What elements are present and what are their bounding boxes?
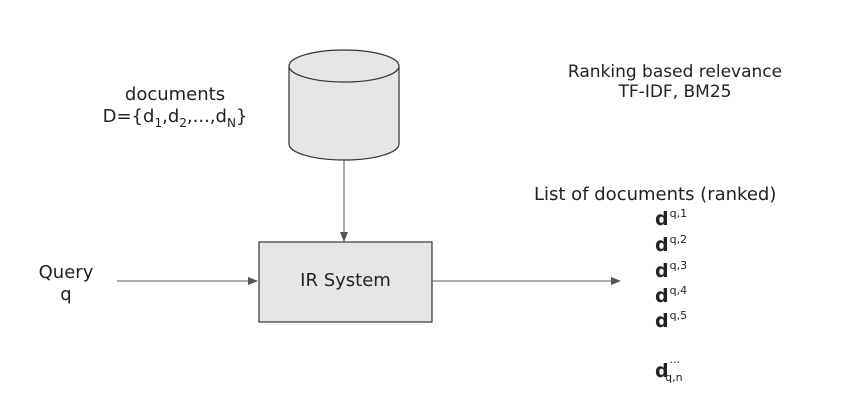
- ranked-doc-1: dq,1: [655, 207, 688, 230]
- ranking-label: Ranking based relevance TF-IDF, BM25: [525, 64, 825, 101]
- database-cylinder: [288, 49, 400, 161]
- doc-separator-2: ,: [186, 106, 193, 127]
- ranking-line-1: Ranking based relevance: [567, 62, 783, 82]
- ranked-doc-1-sub: q,1: [669, 207, 688, 220]
- ranked-doc-2-sub: q,2: [669, 233, 688, 246]
- ranked-doc-2-letter: d: [655, 234, 669, 256]
- ranked-doc-3-letter: d: [655, 260, 669, 282]
- ranked-doc-n-sub: q,n: [665, 371, 683, 384]
- doc-separator-1: ,: [162, 106, 168, 127]
- documents-set-prefix: D={: [102, 106, 143, 127]
- ranked-doc-4-letter: d: [655, 285, 669, 307]
- query-label: Query q: [26, 264, 106, 304]
- doc-item-2-sub: 2: [179, 116, 187, 130]
- doc-item-2: d: [167, 106, 180, 127]
- ir-system-label: IR System: [300, 270, 391, 291]
- ranked-doc-n-sup: ...: [669, 353, 681, 366]
- ranking-line-2: TF-IDF, BM25: [618, 82, 732, 102]
- query-line-2: q: [60, 284, 72, 305]
- doc-item-ellipsis: ...: [192, 106, 210, 127]
- ranked-doc-3-sub: q,3: [669, 259, 688, 272]
- ranked-doc-2: dq,2: [655, 233, 688, 256]
- doc-item-n: d: [215, 106, 227, 127]
- query-line-1: Query: [38, 262, 94, 283]
- ranked-doc-5-letter: d: [655, 310, 669, 332]
- ranked-doc-n-letter: d: [655, 360, 669, 382]
- ranked-doc-n: d... q,n: [655, 354, 697, 384]
- documents-set: D={d1,d2,...,dN}: [90, 106, 260, 130]
- ranked-doc-4: dq,4: [655, 284, 688, 307]
- doc-separator-3: ,: [209, 106, 216, 127]
- results-title: List of documents (ranked): [534, 184, 777, 205]
- documents-label: documents D={d1,d2,...,dN}: [90, 84, 260, 130]
- cylinder-top: [288, 49, 400, 83]
- ir-system-box: [258, 241, 433, 323]
- doc-item-1: d: [143, 106, 155, 127]
- ranked-doc-5: dq,5: [655, 309, 688, 332]
- ranked-doc-4-sub: q,4: [669, 284, 688, 297]
- documents-set-suffix: }: [235, 106, 248, 127]
- ranked-doc-1-letter: d: [655, 208, 669, 230]
- documents-title: documents: [124, 84, 226, 105]
- doc-item-n-sub: N: [226, 116, 236, 130]
- doc-item-1-sub: 1: [154, 116, 163, 130]
- ranked-doc-5-sub: q,5: [669, 309, 688, 322]
- ranked-doc-3: dq,3: [655, 259, 688, 282]
